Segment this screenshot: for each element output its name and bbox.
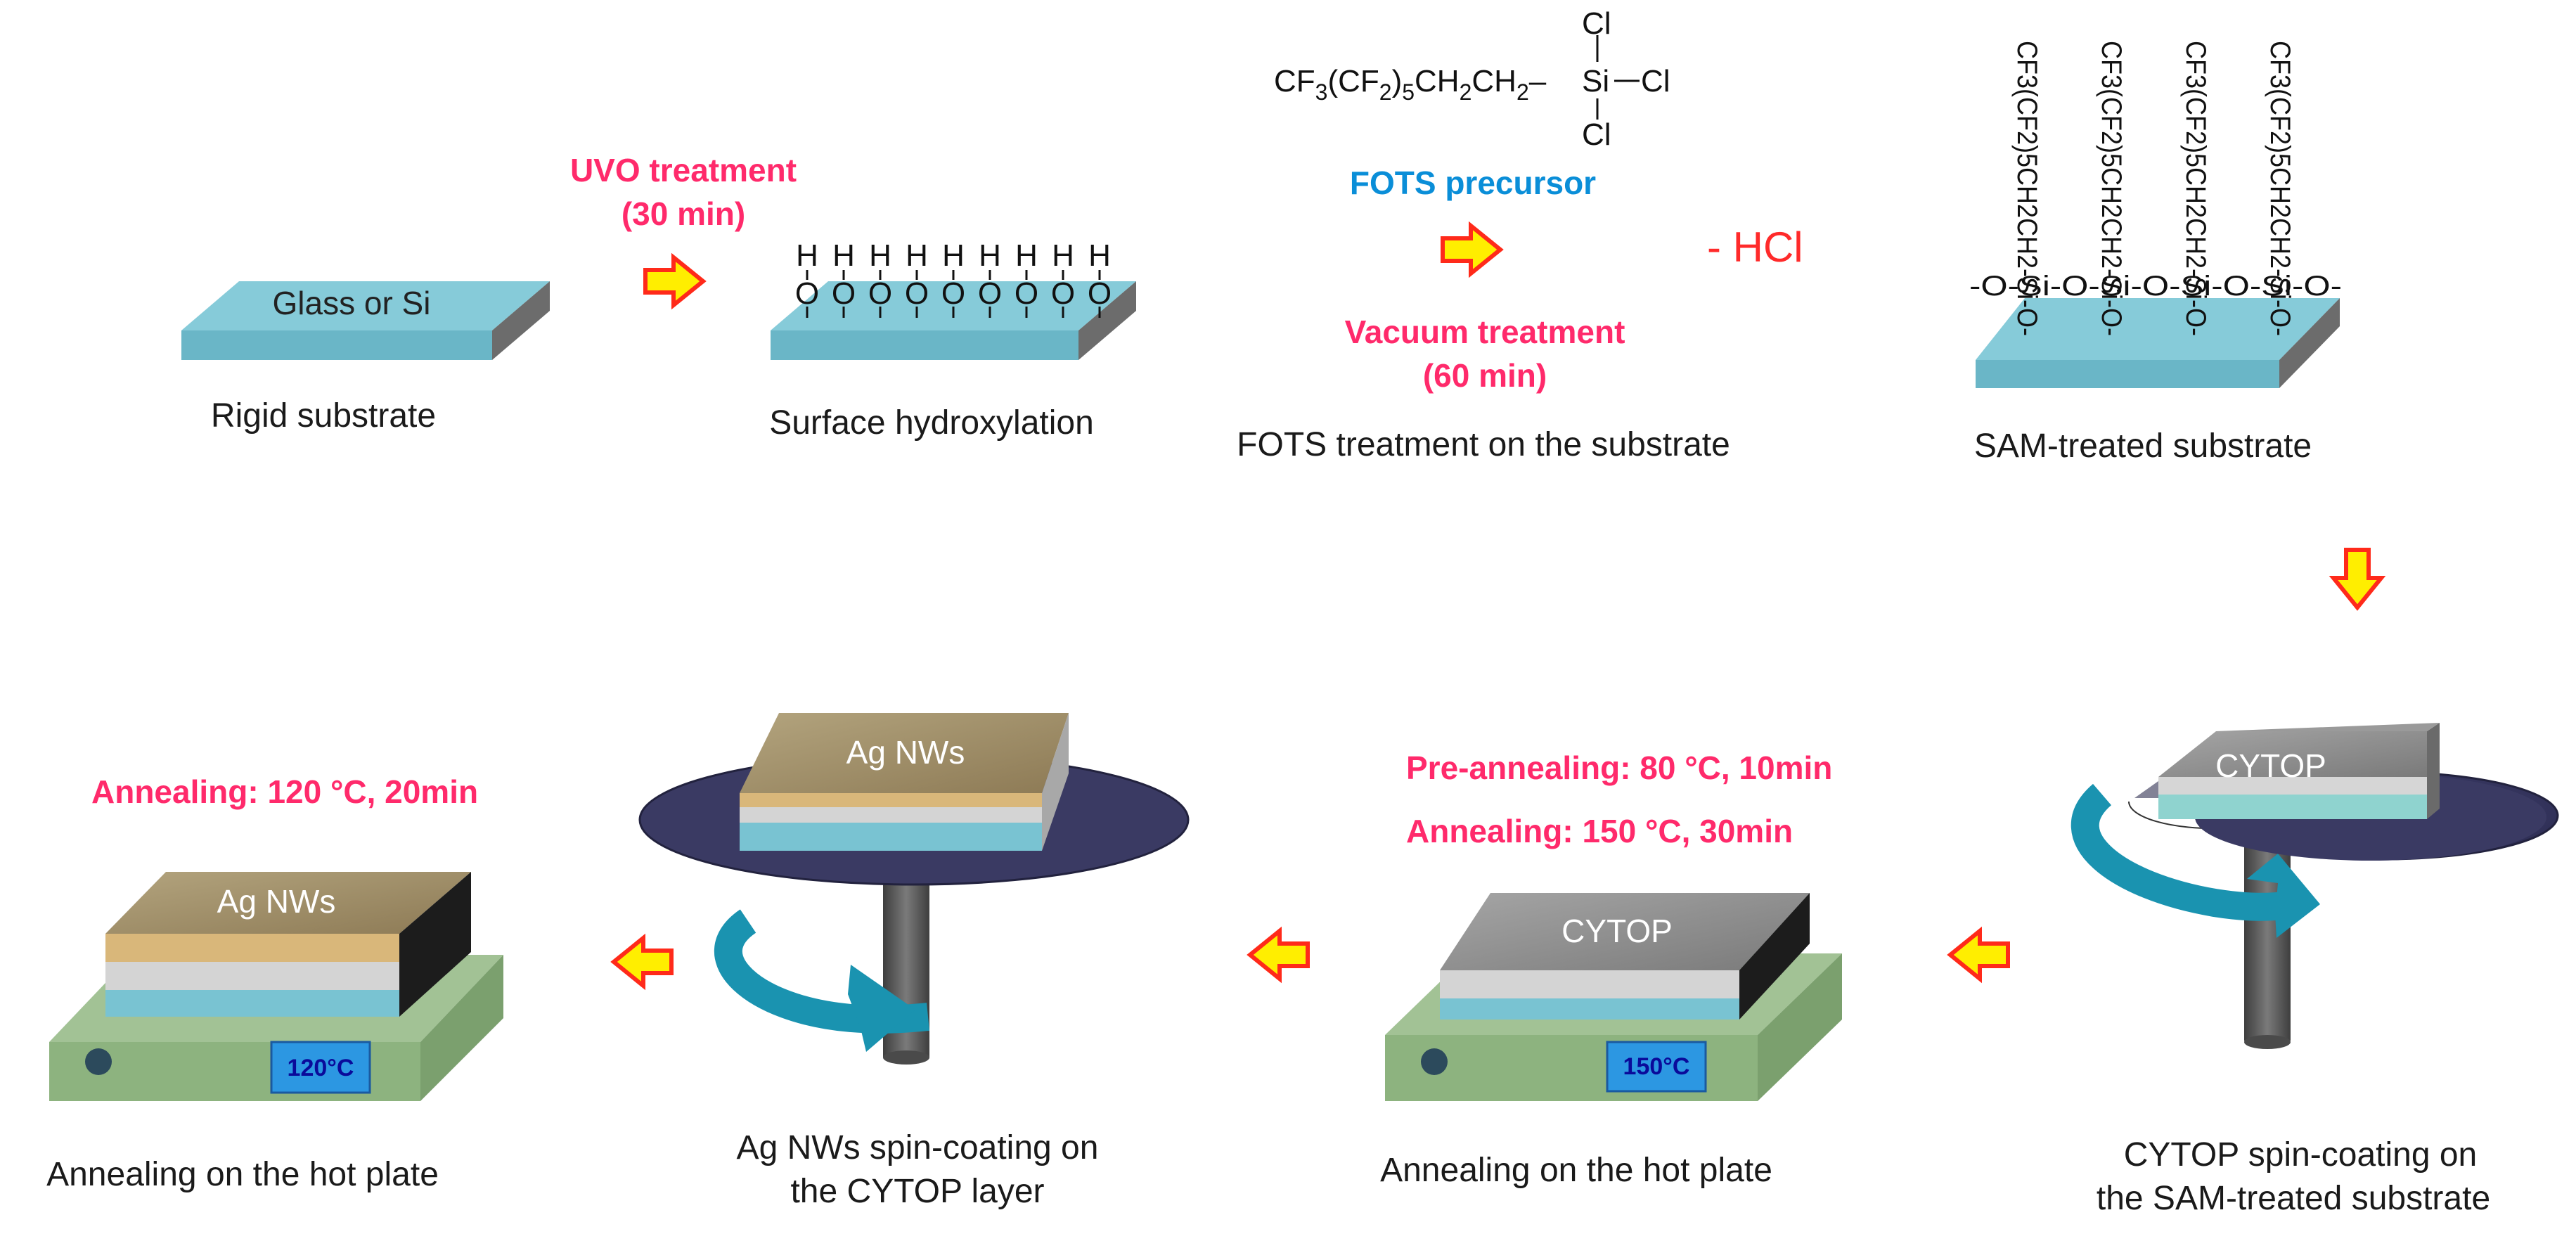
uvo-treatment-duration: (30 min) — [622, 195, 745, 232]
rigid-substrate-slab — [181, 281, 550, 360]
hydroxyl-group: HO — [941, 238, 965, 318]
vacuum-treatment-title: Vacuum treatment — [1345, 314, 1625, 350]
hot-plate-temp-120: 120°C — [288, 1055, 354, 1081]
sam-chain-label: CF3(CF2)5CH2CH2-Si-O- — [2096, 41, 2127, 336]
hydrogen-atom: H — [832, 238, 855, 273]
sam-chain-label: CF3(CF2)5CH2CH2-Si-O- — [2265, 41, 2295, 336]
sam-substrate-slab — [1976, 298, 2340, 388]
oxygen-atom: O — [1015, 276, 1038, 311]
hydrogen-atom: H — [942, 238, 965, 273]
rotation-arrow-icon — [2071, 783, 2286, 921]
hydrogen-atom: H — [1088, 238, 1111, 273]
fots-chain-formula: CF3(CF2)5CH2CH2– — [1274, 64, 1547, 105]
process-arrow-icon — [614, 938, 671, 986]
hydroxyl-group: HO — [868, 238, 892, 318]
cytop-spin-caption-line2: the SAM-treated substrate — [2097, 1180, 2490, 1217]
agnw-anneal-caption: Annealing on the hot plate — [46, 1156, 439, 1193]
cytop-anneal-layer-label: CYTOP — [1561, 913, 1673, 949]
rotation-arrowhead-icon — [848, 965, 915, 1052]
oxygen-atom: O — [978, 276, 1002, 311]
agnw-annealing-condition: Annealing: 120 °C, 20min — [91, 773, 478, 810]
oxygen-atom: O — [905, 276, 929, 311]
process-arrow-icon — [645, 257, 703, 305]
oxygen-atom: O — [1051, 276, 1075, 311]
cytop-stack-on-plate — [1440, 893, 1810, 1020]
hydroxyl-group: HO — [978, 238, 1002, 318]
sam-anchor-row: -O-Si-O-Si-O-Si-O-Si-O- — [1969, 271, 2342, 302]
hydrogen-atom: H — [869, 238, 891, 273]
fots-precursor-label: FOTS precursor — [1350, 165, 1596, 201]
hydroxyl-group: HO — [795, 238, 819, 318]
oxygen-atom: O — [1088, 276, 1112, 311]
agnw-spin-layer-label: Ag NWs — [846, 734, 965, 771]
oxygen-atom: O — [795, 276, 819, 311]
hydroxyl-group: HO — [905, 238, 929, 318]
agnw-spin-caption-line2: the CYTOP layer — [790, 1173, 1044, 1210]
hcl-byproduct: - HCl — [1707, 224, 1803, 271]
process-arrow-icon — [1950, 931, 2008, 979]
sam-chain-label: CF3(CF2)5CH2CH2-Si-O- — [2180, 41, 2211, 336]
fots-cl-bottom: Cl — [1582, 117, 1611, 152]
substrate-label: Glass or Si — [273, 285, 431, 321]
rigid-substrate-caption: Rigid substrate — [211, 397, 436, 435]
hydroxyl-group: HO — [1015, 238, 1038, 318]
hydrogen-atom: H — [796, 238, 818, 273]
cytop-spin-layer-label: CYTOP — [2215, 747, 2326, 784]
fots-treatment-caption: FOTS treatment on the substrate — [1237, 426, 1730, 463]
fots-cl-top: Cl — [1582, 6, 1611, 41]
sam-substrate-caption: SAM-treated substrate — [1974, 427, 2312, 465]
cytop-annealing-condition: Annealing: 150 °C, 30min — [1406, 813, 1793, 849]
hydrogen-atom: H — [979, 238, 1001, 273]
hydroxylation-caption: Surface hydroxylation — [769, 404, 1094, 442]
fots-cl-right: Cl — [1641, 64, 1670, 98]
rotation-arrowhead-icon — [2247, 854, 2320, 938]
oxygen-atom: O — [868, 276, 892, 311]
indicator-dot-icon — [85, 1048, 112, 1075]
hydrogen-atom: H — [906, 238, 928, 273]
fots-structure: CF3(CF2)5CH2CH2– Si Cl Cl Cl — [1274, 6, 1670, 152]
down-arrow-icon — [2333, 550, 2381, 607]
cytop-stack-on-spinner — [2158, 723, 2440, 819]
agnw-anneal-layer-label: Ag NWs — [217, 883, 336, 920]
agnw-stack-on-spinner — [740, 713, 1069, 851]
hydroxyl-group: HO — [1051, 238, 1075, 318]
cytop-spin-caption-line1: CYTOP spin-coating on — [2124, 1136, 2478, 1174]
process-arrow-icon — [1443, 226, 1500, 274]
hydroxylated-substrate-slab — [771, 281, 1136, 360]
oxygen-atom: O — [832, 276, 856, 311]
hydrogen-atom: H — [1015, 238, 1038, 273]
cytop-anneal-caption: Annealing on the hot plate — [1380, 1152, 1772, 1189]
indicator-dot-icon — [1421, 1048, 1448, 1075]
hydroxyl-group: HO — [1088, 238, 1112, 318]
hot-plate-temp-150: 150°C — [1623, 1053, 1690, 1080]
fots-si-atom: Si — [1582, 64, 1609, 98]
vacuum-treatment-duration: (60 min) — [1423, 357, 1547, 394]
sam-chain-label: CF3(CF2)5CH2CH2-Si-O- — [2011, 41, 2042, 336]
hydroxyl-group: HO — [832, 238, 856, 318]
process-arrow-icon — [1250, 931, 1308, 979]
hydrogen-atom: H — [1052, 238, 1074, 273]
agnw-spin-caption-line1: Ag NWs spin-coating on — [737, 1129, 1099, 1166]
temperature-display — [270, 1041, 371, 1094]
uvo-treatment-title: UVO treatment — [570, 152, 797, 188]
pre-annealing-condition: Pre-annealing: 80 °C, 10min — [1406, 750, 1832, 786]
oxygen-atom: O — [941, 276, 965, 311]
sam-molecule-chains: CF3(CF2)5CH2CH2-Si-O- CF3(CF2)5CH2CH2-Si-… — [2011, 41, 2295, 336]
temperature-display — [1606, 1041, 1707, 1093]
agnw-stack-on-plate — [105, 872, 471, 1017]
